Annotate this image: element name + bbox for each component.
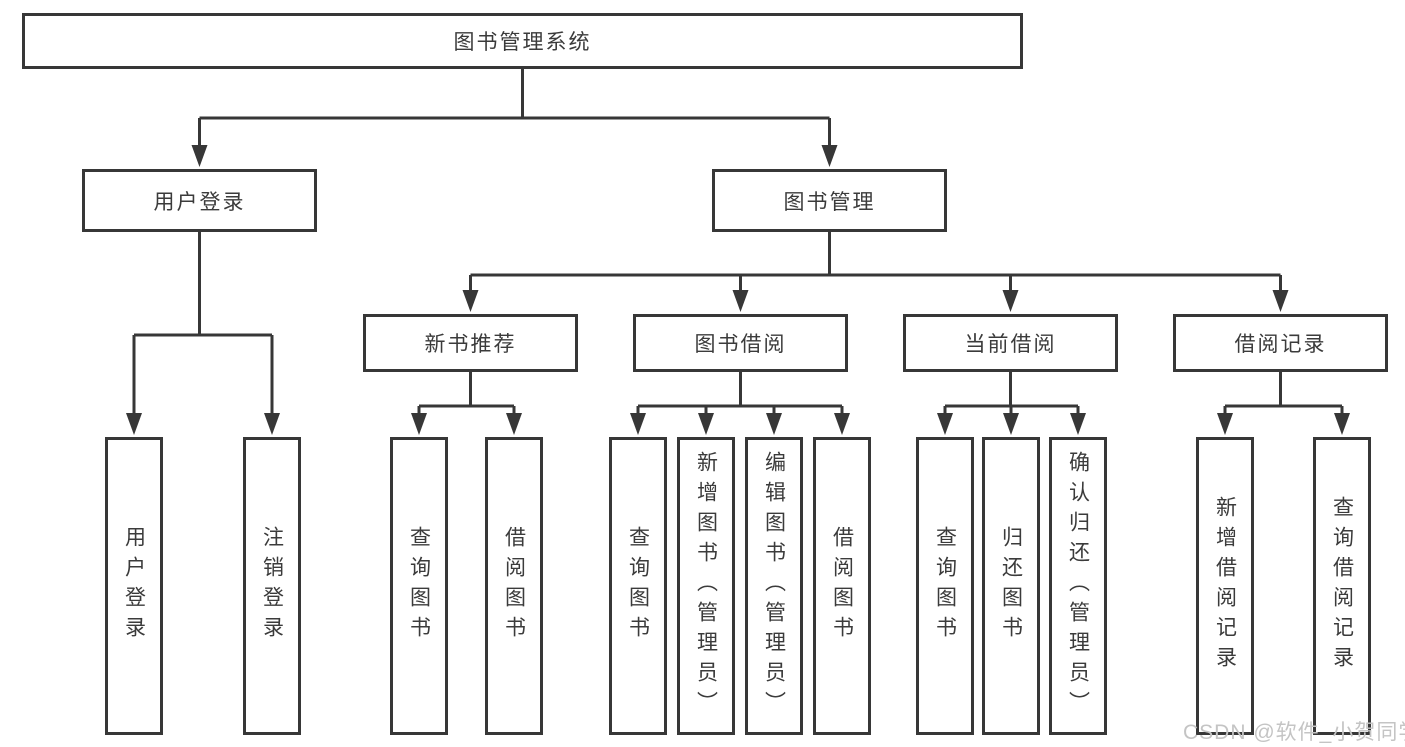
arrow-icon (191, 145, 208, 167)
node-user-login: 用户登录 (82, 169, 317, 232)
arrow-icon (506, 413, 522, 435)
leaf-edit-books-admin: 编辑图书（管理员） (745, 437, 803, 735)
node-borrow-records: 借阅记录 (1173, 314, 1388, 372)
node-label: 当前借阅 (964, 333, 1057, 356)
node-label: 确认归还（管理员） (1066, 451, 1090, 721)
node-label: 图书管理 (783, 190, 876, 214)
node-label: 新增借阅记录 (1213, 496, 1237, 676)
node-book-borrow: 图书借阅 (633, 314, 848, 372)
leaf-return-books: 归还图书 (982, 437, 1040, 735)
node-label: 查询图书 (933, 526, 957, 646)
node-system-root: 图书管理系统 (22, 13, 1023, 69)
node-label: 查询图书 (407, 526, 431, 646)
node-label: 新书推荐 (424, 333, 517, 356)
arrow-icon (264, 413, 280, 435)
leaf-query-books: 查询图书 (916, 437, 974, 735)
arrow-icon (834, 413, 850, 435)
node-book-management: 图书管理 (712, 169, 947, 232)
leaf-confirm-return-admin: 确认归还（管理员） (1049, 437, 1107, 735)
arrow-icon (462, 290, 479, 312)
arrow-icon (411, 413, 427, 435)
arrow-icon (821, 145, 838, 167)
leaf-borrow-books: 借阅图书 (485, 437, 543, 735)
leaf-add-borrow-record: 新增借阅记录 (1196, 437, 1254, 735)
arrowheads (126, 145, 1350, 435)
node-current-borrow: 当前借阅 (903, 314, 1118, 372)
node-label: 用户登录 (122, 526, 146, 646)
arrow-icon (1070, 413, 1086, 435)
arrow-icon (126, 413, 142, 435)
leaf-add-books-admin: 新增图书（管理员） (677, 437, 735, 735)
leaf-borrow-books: 借阅图书 (813, 437, 871, 735)
node-label: 新增图书（管理员） (694, 451, 718, 721)
arrow-icon (1217, 413, 1233, 435)
node-label: 图书管理系统 (453, 31, 592, 54)
node-new-book-recommend: 新书推荐 (363, 314, 578, 372)
node-label: 查询图书 (626, 526, 650, 646)
connector-new-book-recommend (417, 372, 516, 418)
connector-book-management (469, 232, 1282, 295)
arrow-icon (698, 413, 714, 435)
node-label: 图书借阅 (694, 333, 787, 356)
arrow-icon (937, 413, 953, 435)
connector-borrow-records (1223, 372, 1344, 418)
leaf-query-borrow-record: 查询借阅记录 (1313, 437, 1371, 735)
node-label: 借阅图书 (502, 526, 526, 646)
node-label: 编辑图书（管理员） (762, 451, 786, 721)
leaf-query-books: 查询图书 (390, 437, 448, 735)
arrow-icon (1334, 413, 1350, 435)
arrow-icon (1003, 413, 1019, 435)
arrow-icon (1002, 290, 1019, 312)
arrow-icon (1272, 290, 1289, 312)
connector-book-borrow (636, 372, 844, 418)
leaf-logout: 注销登录 (243, 437, 301, 735)
node-label: 用户登录 (153, 190, 246, 214)
leaf-user-login: 用户登录 (105, 437, 163, 735)
arrow-icon (732, 290, 749, 312)
connector-root (198, 69, 831, 150)
arrow-icon (630, 413, 646, 435)
leaf-query-books: 查询图书 (609, 437, 667, 735)
arrow-icon (766, 413, 782, 435)
node-label: 归还图书 (999, 526, 1023, 646)
connector-current-borrow (943, 372, 1080, 418)
csdn-watermark: CSDN @软件_小贺同学 (1183, 721, 1405, 744)
node-label: 查询借阅记录 (1330, 496, 1354, 676)
connector-user-login (132, 232, 274, 418)
node-label: 借阅图书 (830, 526, 854, 646)
node-label: 借阅记录 (1234, 333, 1327, 356)
node-label: 注销登录 (260, 526, 284, 646)
